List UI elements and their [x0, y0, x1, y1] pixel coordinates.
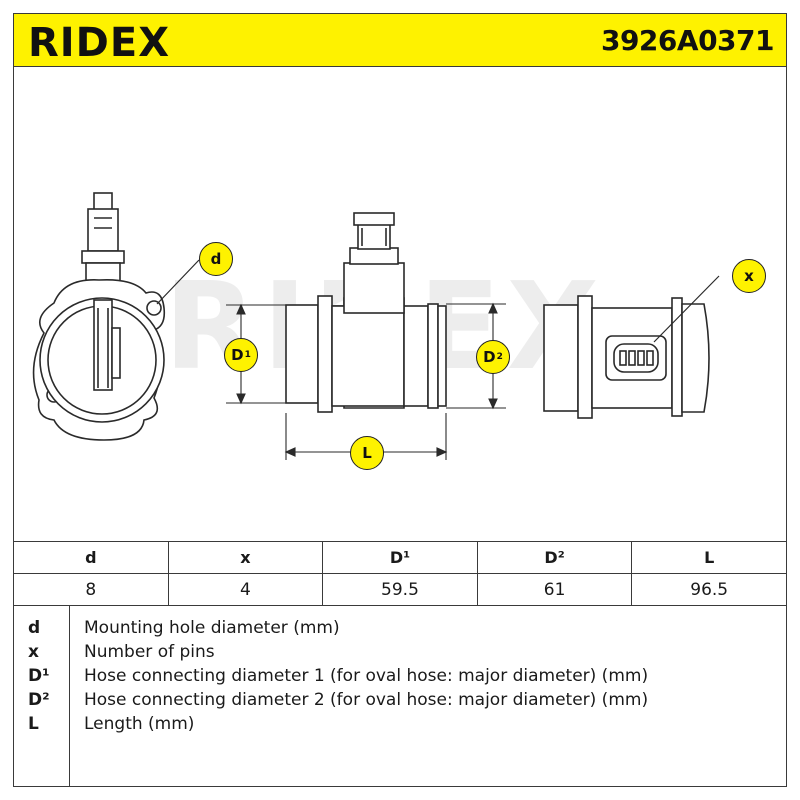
- leader-x: [653, 275, 720, 343]
- spec-header-l: L: [631, 541, 787, 574]
- spec-value-l: 96.5: [631, 573, 787, 606]
- legend-desc: Length (mm): [84, 714, 195, 734]
- leader-d: [156, 259, 200, 305]
- spec-value-x: 4: [167, 573, 324, 606]
- connector-body: [87, 208, 119, 252]
- pin-1: [619, 350, 627, 366]
- part-number: 3926A0371: [600, 24, 775, 57]
- badge-d2-sup: 2: [496, 352, 503, 362]
- legend-desc: Mounting hole diameter (mm): [84, 618, 340, 638]
- pin-3: [637, 350, 645, 366]
- body-main: [331, 305, 405, 407]
- badge-d1-base: D: [231, 346, 244, 364]
- brand-logo-text: RIDEX: [28, 22, 170, 62]
- sensor-element: [93, 299, 113, 391]
- legend-item: D² Hose connecting diameter 2 (for oval …: [14, 690, 786, 714]
- badge-d1-sup: 1: [244, 350, 251, 360]
- spec-header-d: d: [13, 541, 169, 574]
- dimension-lines: [226, 302, 506, 460]
- outlet-ring: [427, 303, 439, 409]
- spec-header-d2: D²: [476, 541, 633, 574]
- spec-table-value-row: 8 4 59.5 61 96.5: [13, 573, 787, 606]
- top-left-pipe: [543, 304, 579, 412]
- inlet-flange: [317, 295, 333, 413]
- top-left-flange: [577, 295, 593, 419]
- spec-value-d: 8: [13, 573, 169, 606]
- front-view: [32, 192, 166, 441]
- outlet-lip: [437, 305, 447, 407]
- top-view: [543, 295, 710, 419]
- legend-divider: [69, 606, 70, 786]
- spec-header-d1: D¹: [322, 541, 478, 574]
- connector-base: [343, 262, 405, 314]
- legend: d Mounting hole diameter (mm) x Number o…: [14, 606, 786, 786]
- legend-item: d Mounting hole diameter (mm): [14, 618, 786, 642]
- legend-key: L: [28, 714, 39, 734]
- connector-top-mid: [353, 212, 395, 226]
- legend-desc: Number of pins: [84, 642, 215, 662]
- legend-desc: Hose connecting diameter 2 (for oval hos…: [84, 690, 649, 710]
- badge-l: L: [350, 436, 384, 470]
- badge-d: d: [199, 242, 233, 276]
- badge-d2-base: D: [483, 348, 496, 366]
- legend-key: d: [28, 618, 41, 638]
- connector-collar-mid: [349, 247, 399, 265]
- pin-4: [646, 350, 654, 366]
- legend-item: L Length (mm): [14, 714, 786, 738]
- brand-logo: RIDEX: [28, 22, 170, 62]
- legend-desc: Hose connecting diameter 1 (for oval hos…: [84, 666, 649, 686]
- legend-key: D²: [28, 690, 50, 710]
- side-view: [285, 212, 447, 413]
- top-right-lip: [681, 303, 710, 413]
- pin-2: [628, 350, 636, 366]
- spec-header-x: x: [167, 541, 324, 574]
- body-tail: [403, 305, 429, 407]
- legend-item: D¹ Hose connecting diameter 1 (for oval …: [14, 666, 786, 690]
- legend-item: x Number of pins: [14, 642, 786, 666]
- spec-value-d2: 61: [476, 573, 633, 606]
- inlet-pipe: [285, 304, 319, 404]
- page-frame: RIDEX 3926A0371 RIDEX: [13, 13, 787, 787]
- technical-drawing: RIDEX: [14, 68, 786, 544]
- spec-table-header-row: d x D¹ D² L: [13, 541, 787, 574]
- mounting-hole-top: [146, 300, 162, 316]
- connector-collar: [81, 250, 125, 264]
- badge-x: x: [732, 259, 766, 293]
- header-bar: RIDEX 3926A0371: [14, 14, 786, 67]
- legend-key: D¹: [28, 666, 50, 686]
- drawing-canvas: RIDEX: [32, 192, 720, 460]
- legend-key: x: [28, 642, 39, 662]
- spec-value-d1: 59.5: [322, 573, 478, 606]
- spec-table: d x D¹ D² L 8 4 59.5 61 96.5: [13, 541, 787, 606]
